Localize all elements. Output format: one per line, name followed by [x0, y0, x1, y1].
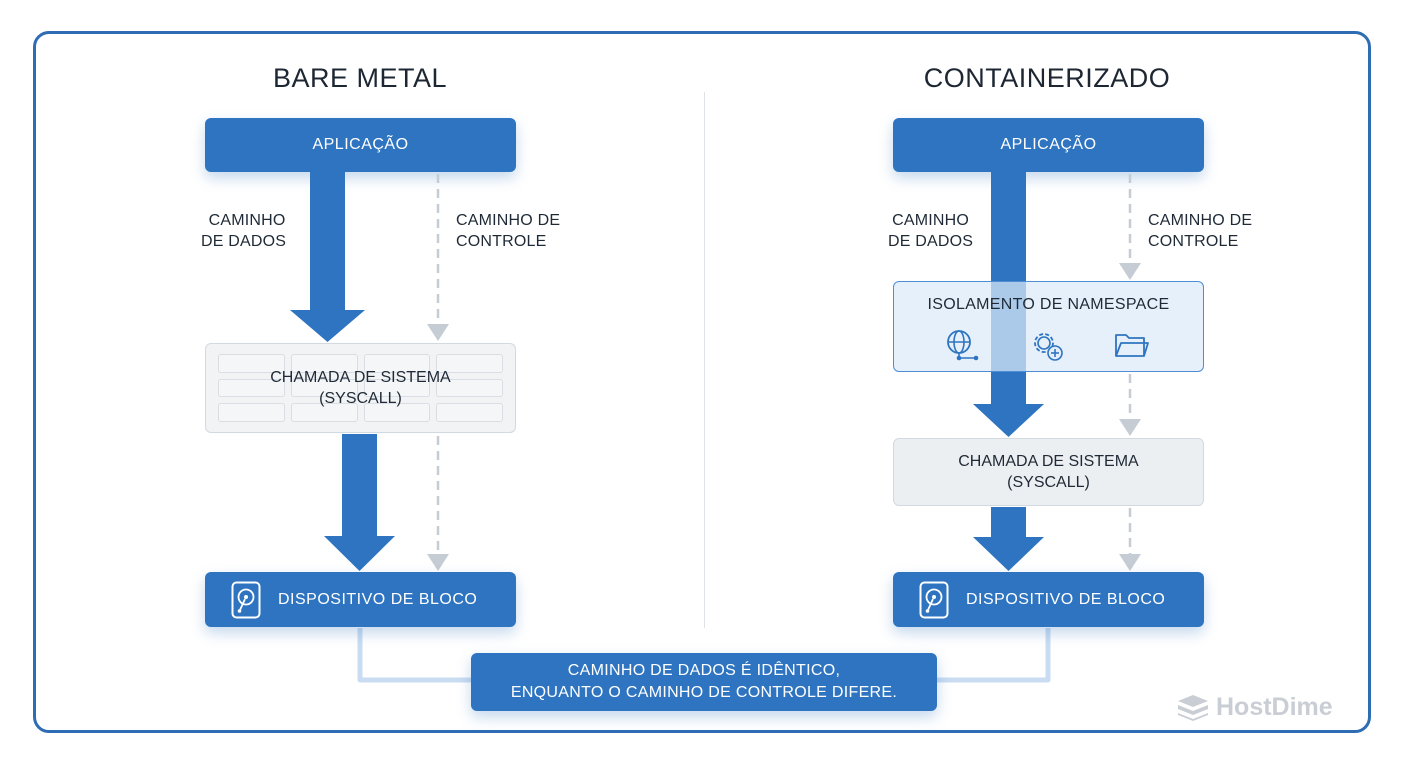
- left-control-path-label: CAMINHO DE CONTROLE: [456, 212, 561, 250]
- network-globe-icon: [947, 330, 979, 361]
- namespace-isolation-box: ISOLAMENTO DE NAMESPACE: [893, 281, 1204, 372]
- right-block-device-box: DISPOSITIVO DE BLOCO: [893, 572, 1204, 627]
- right-application-box: APLICAÇÃO: [893, 118, 1204, 172]
- syscall-ghost-grid: [218, 354, 503, 422]
- summary-note-box: CAMINHO DE DADOS É IDÊNTICO, ENQUANTO O …: [471, 653, 937, 711]
- right-data-path-label: CAMINHO DE DADOS: [888, 212, 974, 250]
- hard-drive-icon: [231, 581, 261, 619]
- right-control-path-label: CAMINHO DE CONTROLE: [1148, 212, 1253, 250]
- containerized-title: CONTAINERIZADO: [923, 63, 1171, 93]
- hostdime-logo-icon: [1178, 695, 1208, 721]
- right-block-device-label: DISPOSITIVO DE BLOCO: [966, 590, 1166, 608]
- left-block-device-box: DISPOSITIVO DE BLOCO: [205, 572, 516, 627]
- left-block-device-label: DISPOSITIVO DE BLOCO: [278, 590, 478, 608]
- left-data-path-label: CAMINHO DE DADOS: [201, 212, 287, 250]
- brand-name: HostDime: [1216, 692, 1333, 721]
- namespace-isolation-label: ISOLAMENTO DE NAMESPACE: [927, 296, 1170, 313]
- gear-process-icon: [1034, 333, 1063, 361]
- summary-note-line-1: CAMINHO DE DADOS É IDÊNTICO,: [567, 662, 841, 679]
- left-syscall-label: CHAMADA DE SISTEMA (SYSCALL): [270, 369, 451, 407]
- bare-metal-title: BARE METAL: [272, 63, 448, 93]
- column-divider: [704, 92, 705, 628]
- left-syscall-box: CHAMADA DE SISTEMA (SYSCALL): [205, 343, 516, 433]
- folder-icon: [1115, 334, 1149, 357]
- right-syscall-box: CHAMADA DE SISTEMA (SYSCALL): [893, 438, 1204, 506]
- hard-drive-icon: [919, 581, 949, 619]
- brand-watermark: HostDime: [1176, 692, 1333, 722]
- summary-note-line-2: ENQUANTO O CAMINHO DE CONTROLE DIFERE.: [510, 684, 898, 701]
- right-application-label: APLICAÇÃO: [1000, 136, 1097, 153]
- left-application-box: APLICAÇÃO: [205, 118, 516, 172]
- left-application-label: APLICAÇÃO: [312, 136, 409, 153]
- right-syscall-label: CHAMADA DE SISTEMA (SYSCALL): [958, 453, 1139, 491]
